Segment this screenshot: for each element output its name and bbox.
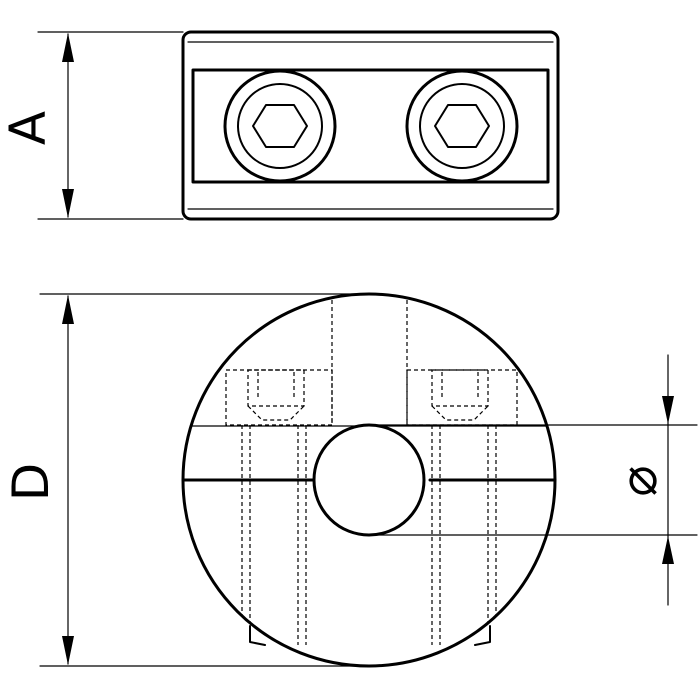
dimension-a-label: A [0,111,57,145]
dimension-a: A [0,31,184,220]
dimension-d: D [2,293,370,667]
hidden-lines [225,300,518,645]
dimension-d-label: D [2,463,60,502]
hex-socket-icon [434,104,490,148]
hex-socket-icon [252,104,308,148]
top-view-screw-left [223,69,337,183]
top-view: A [0,30,560,221]
bore-diameter-symbol: ⌀ [609,465,669,496]
top-view-body [181,30,560,221]
top-view-screw-right [405,69,519,183]
top-view-slot [191,68,550,184]
bottom-flat-right [474,625,491,646]
bottom-flat-left [249,625,266,646]
bore [312,423,426,537]
dimension-bore: ⌀ [368,354,698,606]
front-view: D ⌀ [2,292,698,668]
